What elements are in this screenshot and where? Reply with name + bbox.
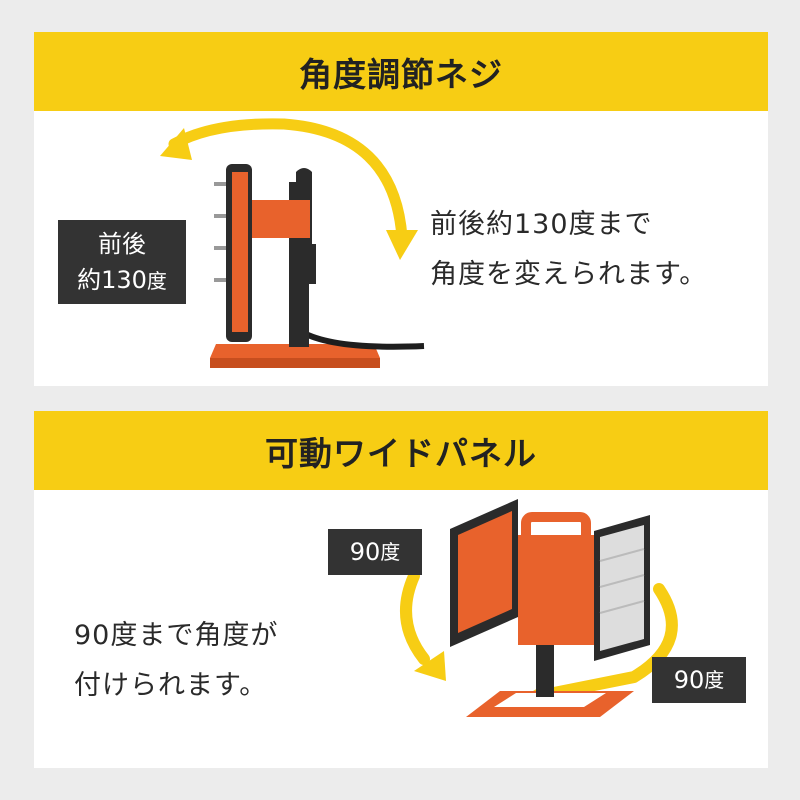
light-stand-product	[210, 164, 425, 368]
wide-panel-title: 可動ワイドパネル	[265, 433, 537, 473]
wide-panel-header: 可動ワイドパネル	[34, 411, 768, 490]
curved-arrow-icon	[400, 570, 446, 681]
badge-number: 90	[349, 538, 381, 566]
desc-line-2: 付けられます。	[74, 670, 268, 701]
angle-adjust-title: 角度調節ネジ	[299, 54, 503, 94]
badge-line2: 約130度	[77, 262, 167, 299]
curved-arrow-icon	[160, 118, 418, 260]
angle-adjust-panel: 角度調節ネジ	[34, 32, 768, 386]
badge-unit: 度	[380, 540, 401, 564]
angle-adjust-header: 角度調節ネジ	[34, 32, 768, 111]
badge-unit: 度	[146, 268, 167, 293]
badge-line1: 前後	[98, 229, 146, 258]
light-stand-product	[450, 499, 650, 717]
angle-adjust-illustration	[160, 118, 425, 368]
badge-number: 90	[673, 666, 705, 694]
badge-number: 約130	[77, 265, 147, 294]
desc-line-1: 前後約130度まで	[430, 209, 653, 240]
desc-line-2: 角度を変えられます。	[430, 259, 708, 290]
angle-adjust-description: 前後約130度まで 角度を変えられます。	[430, 200, 707, 300]
wide-panel-illustration	[400, 499, 678, 717]
angle-130-badge: 前後 約130度	[58, 220, 186, 304]
badge-unit: 度	[704, 668, 725, 692]
wide-panel-section: 可動ワイドパネル	[34, 411, 768, 768]
desc-line-1: 90度まで角度が	[74, 620, 279, 651]
wide-panel-description: 90度まで角度が 付けられます。	[74, 611, 278, 711]
